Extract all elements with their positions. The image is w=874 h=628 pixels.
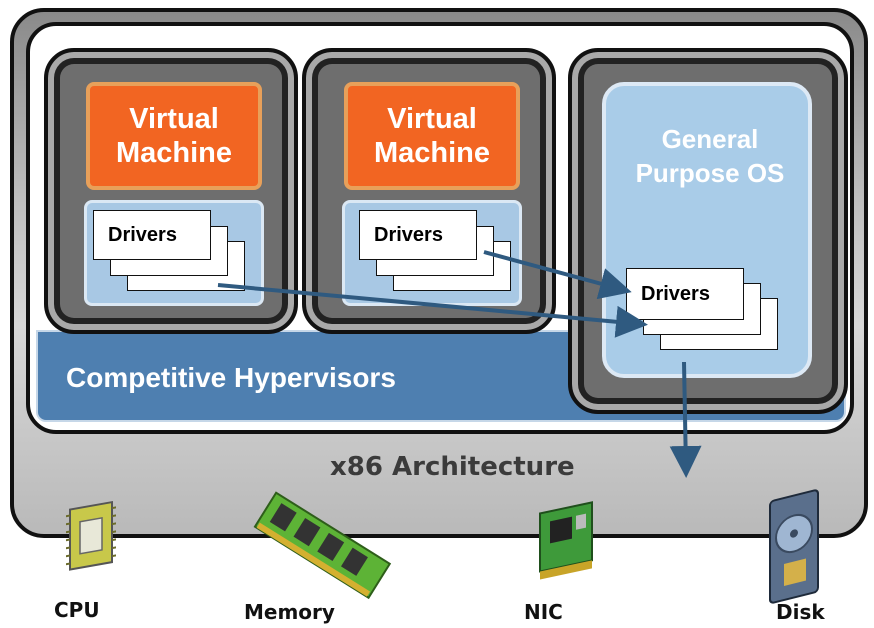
hypervisor-label: Competitive Hypervisors — [66, 362, 396, 393]
drivers-card-middle: Drivers — [359, 210, 477, 260]
drivers-label-middle: Drivers — [374, 224, 443, 246]
drivers-label-os: Drivers — [641, 283, 710, 305]
memory-icon — [253, 491, 392, 600]
drivers-label-left: Drivers — [108, 224, 177, 246]
nic-label: NIC — [524, 600, 563, 624]
vm-box-left: Virtual Machine — [86, 82, 262, 190]
disk-icon — [769, 489, 819, 604]
os-title: General Purpose OS — [635, 124, 785, 188]
memory-label: Memory — [244, 600, 335, 624]
cpu-icon — [66, 500, 116, 571]
cpu-label: CPU — [54, 598, 100, 622]
arrow-os-to-hardware — [669, 361, 702, 478]
nic-icon — [539, 501, 593, 580]
arrow-left-to-os — [217, 283, 648, 338]
architecture-label: x86 Architecture — [330, 452, 575, 482]
vm-box-middle: Virtual Machine — [344, 82, 520, 190]
disk-label: Disk — [776, 600, 825, 624]
drivers-card-left: Drivers — [93, 210, 211, 260]
arrow-middle-to-os — [483, 250, 632, 300]
